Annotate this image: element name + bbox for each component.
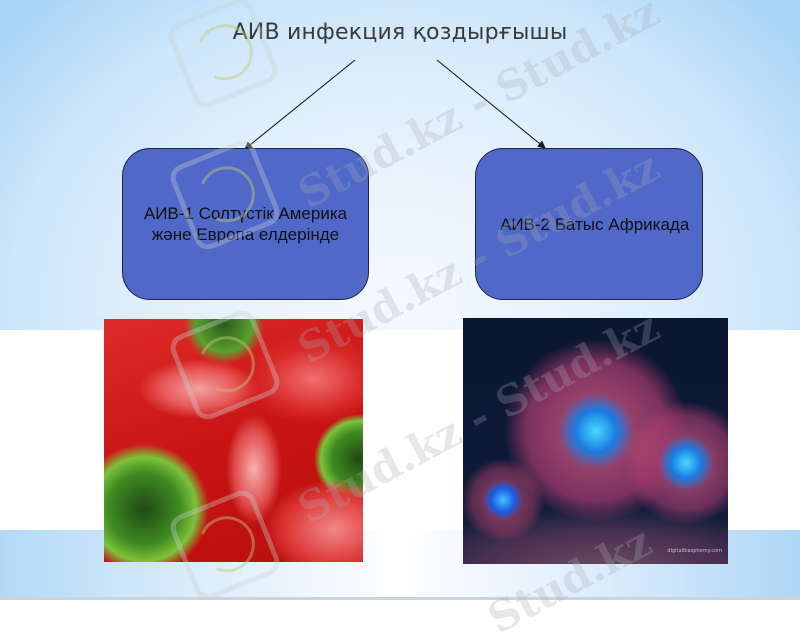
hiv-virus-red-blood-cells-image [104,319,363,562]
hiv-virus-particles-image: digitalblasphemy.com [463,318,728,564]
node-hiv1-line2: және Европа елдерінде [151,225,340,244]
node-hiv1-line1: АИВ-1 Солтүстік Америка [143,204,348,223]
node-hiv1: АИВ-1 Солтүстік Америка және Европа елде… [122,148,369,300]
node-hiv2-line1: АИВ-2 Батыс Африкада [500,214,690,234]
slide-title: АИВ инфекция қоздырғышы [232,20,568,45]
image-credit: digitalblasphemy.com [667,548,722,554]
node-hiv2: АИВ-2 Батыс Африкада [475,148,703,300]
